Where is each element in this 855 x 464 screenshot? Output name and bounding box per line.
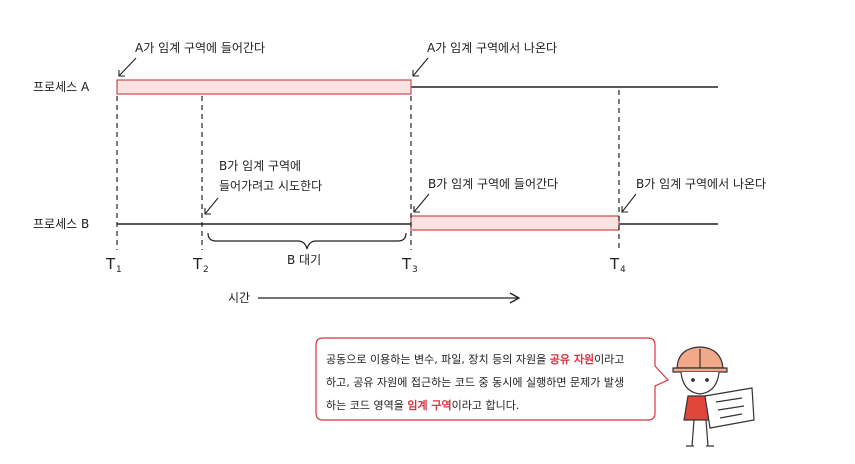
svg-text:B가 임계 구역에: B가 임계 구역에 — [219, 159, 301, 173]
svg-text:A가 임계 구역에 들어간다: A가 임계 구역에 들어간다 — [135, 41, 265, 55]
worker-character-icon — [672, 346, 755, 447]
tick-t4: T 4 — [609, 255, 626, 275]
annotation-b-try: B가 임계 구역에 들어가려고 시도한다 — [204, 159, 322, 215]
annotation-b-exit: B가 임계 구역에서 나온다 — [621, 177, 766, 213]
process-b-critical-section — [410, 215, 620, 231]
note-line-2: 하고, 공유 자원에 접근하는 코드 중 동시에 실행하면 문제가 발생 — [326, 375, 624, 389]
annotation-a-enter: A가 임계 구역에 들어간다 — [118, 41, 265, 77]
svg-text:3: 3 — [412, 265, 418, 275]
note-line-3: 하는 코드 영역을 임계 구역이라고 합니다. — [326, 398, 519, 412]
tick-t2: T 2 — [192, 255, 209, 275]
time-axis-label: 시간 — [228, 291, 250, 305]
svg-text:1: 1 — [116, 265, 122, 275]
process-b-label: 프로세스 B — [33, 217, 89, 231]
annotation-a-exit: A가 임계 구역에서 나온다 — [412, 41, 557, 77]
annotation-b-enter: B가 임계 구역에 들어간다 — [413, 177, 558, 213]
svg-text:T: T — [105, 255, 116, 273]
svg-text:B가 임계 구역에 들어간다: B가 임계 구역에 들어간다 — [428, 177, 558, 191]
svg-text:2: 2 — [203, 265, 209, 275]
svg-text:T: T — [401, 255, 412, 273]
tick-t1: T 1 — [105, 255, 122, 275]
b-wait-brace — [207, 232, 407, 250]
time-axis-arrowhead — [509, 292, 521, 304]
svg-text:B가 임계 구역에서 나온다: B가 임계 구역에서 나온다 — [636, 177, 766, 191]
svg-text:T: T — [192, 255, 203, 273]
b-wait-label: B 대기 — [287, 253, 321, 267]
svg-text:들어가려고 시도한다: 들어가려고 시도한다 — [219, 179, 322, 193]
note-line-1: 공동으로 이용하는 변수, 파일, 장치 등의 자원을 공유 자원이라고 — [326, 352, 624, 366]
svg-text:A가 임계 구역에서 나온다: A가 임계 구역에서 나온다 — [427, 41, 557, 55]
process-a-critical-section — [116, 79, 412, 95]
svg-text:T: T — [609, 255, 620, 273]
process-a-label: 프로세스 A — [33, 80, 90, 94]
svg-text:4: 4 — [620, 265, 626, 275]
tick-t3: T 3 — [401, 255, 418, 275]
note-bubble — [315, 337, 670, 421]
